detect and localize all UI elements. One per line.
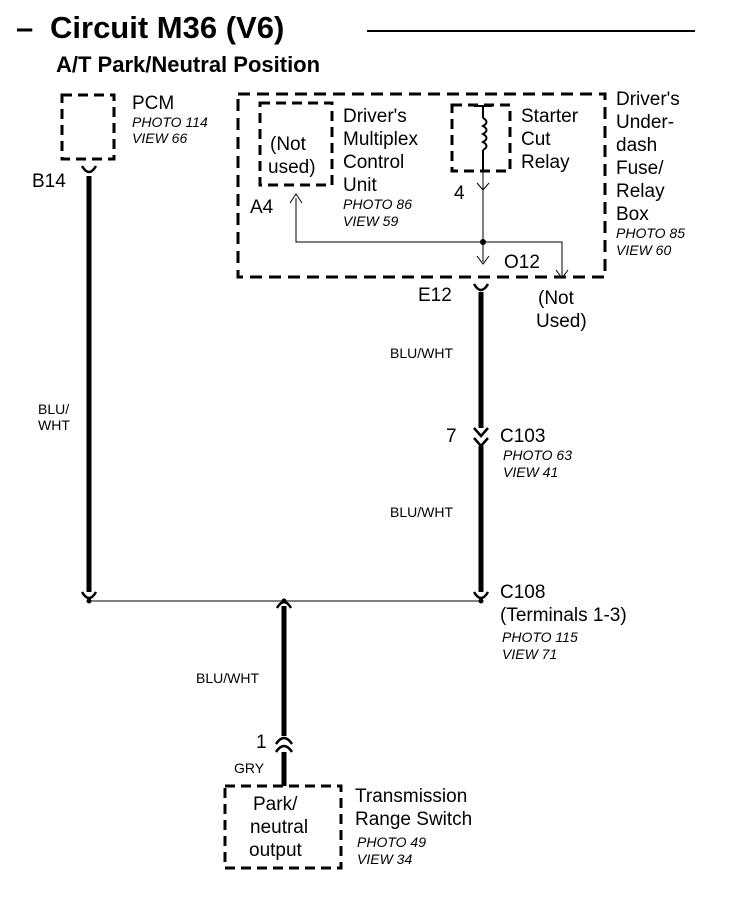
wire-label-left-line-1: BLU/	[38, 401, 69, 417]
fuse-box-outline	[236, 92, 607, 279]
pcm-label: PCM	[132, 93, 174, 114]
fuse-box-name-line-6: Box	[616, 204, 649, 225]
multiplex-placeholder-line-2: used)	[268, 157, 316, 178]
wire-label-left-line-2: WHT	[38, 417, 70, 433]
relay-name-line-2: Cut	[521, 129, 551, 150]
relay-terminal-4	[476, 182, 490, 191]
wire-label-gry: GRY	[234, 760, 265, 776]
c108-terminals: (Terminals 1-3)	[500, 605, 627, 626]
pcm-view: VIEW 66	[132, 130, 187, 146]
multiplex-terminal-a4	[289, 193, 303, 204]
wire-label-right-lower: BLU/WHT	[390, 504, 453, 520]
switch-box-line-3: output	[249, 840, 303, 861]
fuse-box-name-line-2: Under-	[616, 112, 674, 133]
switch-terminal-lower	[274, 744, 294, 753]
range-switch-box	[223, 784, 343, 870]
range-switch-name-line-2: Range Switch	[355, 809, 472, 830]
c103-terminal-lower	[473, 437, 489, 448]
multiplex-name-line-1: Driver's	[343, 106, 407, 127]
c108-view: VIEW 71	[502, 646, 557, 662]
wire-label-bottom: BLU/WHT	[196, 670, 259, 686]
c103-photo: PHOTO 63	[503, 447, 572, 463]
multiplex-pin-a4: A4	[250, 197, 274, 218]
c108-photo: PHOTO 115	[502, 629, 578, 645]
c103-label: C103	[500, 426, 545, 447]
e12-inner-terminal	[476, 255, 490, 265]
switch-box-line-2: neutral	[250, 817, 308, 838]
o12-note-line-1: (Not	[538, 288, 575, 309]
fuse-box-name-line-5: Relay	[616, 181, 665, 202]
title-dash: –	[16, 10, 33, 45]
switch-pin-1: 1	[256, 732, 267, 753]
range-switch-name-line-1: Transmission	[355, 786, 467, 807]
c103-pin-7: 7	[446, 426, 457, 447]
page-title: Circuit M36 (V6)	[50, 10, 284, 45]
wire-label-right-upper: BLU/WHT	[390, 345, 453, 361]
range-switch-view: VIEW 34	[357, 851, 412, 867]
relay-coil-icon	[480, 117, 488, 151]
fuse-box-name: Driver's Under- dash Fuse/ Relay Box	[616, 89, 680, 225]
e12-pin-label: E12	[418, 285, 452, 306]
multiplex-name-line-4: Unit	[343, 175, 378, 196]
o12-terminal	[555, 269, 569, 279]
o12-label: O12	[504, 252, 540, 273]
multiplex-unit-box	[258, 101, 334, 187]
fuse-box-name-line-3: dash	[616, 135, 657, 156]
starter-cut-relay-box	[450, 103, 512, 173]
relay-name-line-3: Relay	[521, 152, 570, 173]
fuse-box-view: VIEW 60	[616, 242, 671, 258]
c108-terminal-right	[472, 591, 490, 600]
multiplex-unit-name: Driver's Multiplex Control Unit	[343, 106, 418, 196]
range-switch-photo: PHOTO 49	[357, 834, 426, 850]
relay-pin-4: 4	[454, 183, 465, 204]
pcm-pin-b14: B14	[32, 171, 66, 192]
relay-name: Starter Cut Relay	[521, 106, 579, 173]
fuse-box-name-line-1: Driver's	[616, 89, 680, 110]
fuse-box-name-line-4: Fuse/	[616, 158, 664, 179]
switch-terminal-upper	[274, 736, 294, 745]
fuse-box-photo: PHOTO 85	[616, 225, 685, 241]
c108-terminal-left	[80, 591, 98, 600]
pcm-photo: PHOTO 114	[132, 114, 208, 130]
multiplex-name-line-2: Multiplex	[343, 129, 418, 150]
multiplex-photo: PHOTO 86	[343, 196, 412, 212]
multiplex-placeholder-line-1: (Not	[270, 134, 307, 155]
fuse-box-splice-dot	[480, 239, 486, 245]
page-subtitle: A/T Park/Neutral Position	[56, 52, 320, 77]
multiplex-view: VIEW 59	[343, 213, 398, 229]
e12-terminal	[472, 283, 490, 292]
multiplex-internal-wire	[295, 198, 563, 276]
switch-box-line-1: Park/	[253, 794, 298, 815]
c103-terminal-upper	[473, 427, 489, 438]
c108-label: C108	[500, 582, 545, 603]
pcm-terminal	[80, 165, 98, 174]
c103-view: VIEW 41	[503, 464, 558, 480]
o12-note-line-2: Used)	[536, 311, 587, 332]
multiplex-name-line-3: Control	[343, 152, 404, 173]
pcm-box	[60, 93, 116, 161]
relay-name-line-1: Starter	[521, 106, 579, 127]
